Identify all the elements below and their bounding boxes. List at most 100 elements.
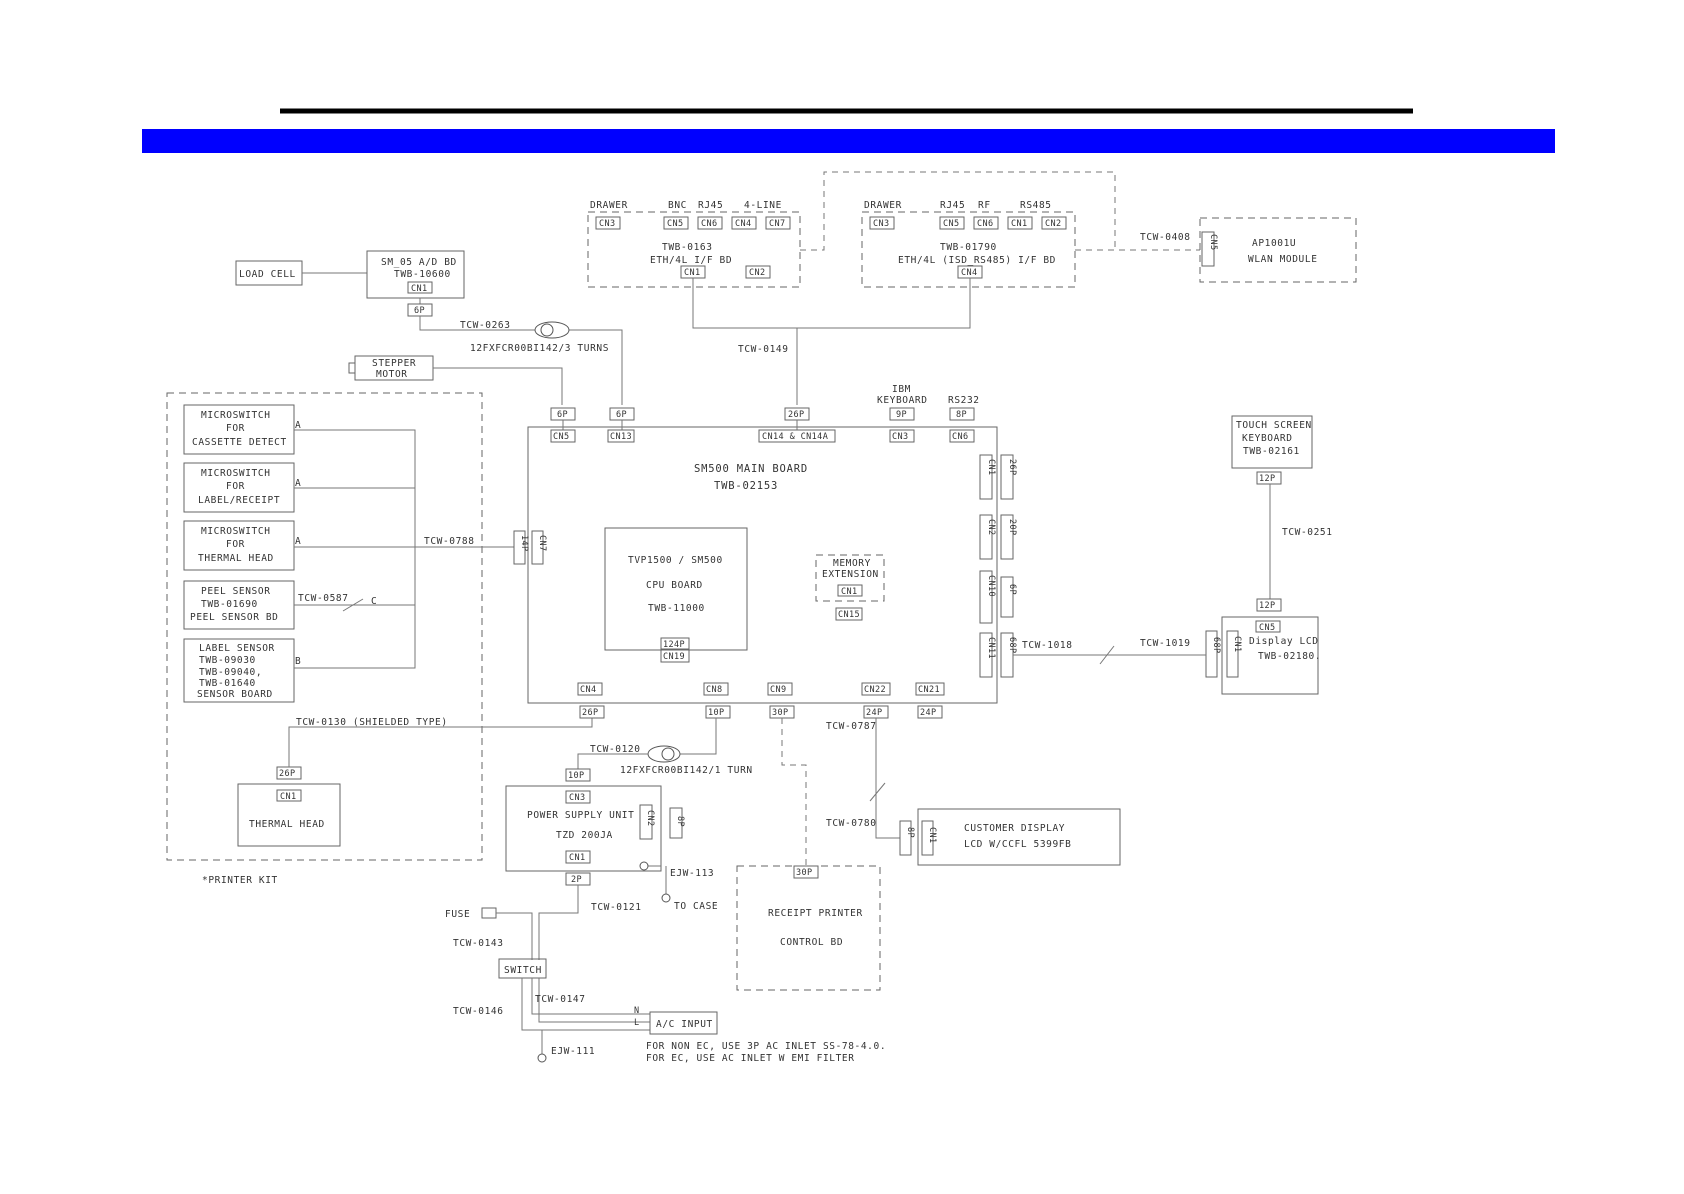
label-rj45: RJ45 bbox=[698, 200, 723, 211]
cn1: CN1 bbox=[1011, 219, 1028, 229]
plug-9p: 9P bbox=[896, 410, 907, 420]
svg-text:CN1: CN1 bbox=[986, 459, 996, 476]
label-keyboard: KEYBOARD bbox=[877, 395, 928, 406]
cn1: CN1 bbox=[684, 268, 701, 278]
plug-6p-a: 6P bbox=[557, 410, 568, 420]
cn4: CN4 bbox=[961, 268, 978, 278]
cpu-line1: TVP1500 / SM500 bbox=[628, 555, 723, 566]
svg-text:CN21: CN21 bbox=[918, 685, 940, 695]
load-cell: LOAD CELL bbox=[235, 260, 303, 286]
cable-tcw-0587: TCW-0587 bbox=[298, 593, 349, 604]
svg-text:THERMAL HEAD: THERMAL HEAD bbox=[198, 553, 274, 564]
cable-tcw-0263: TCW-0263 bbox=[460, 320, 511, 331]
cable-tcw-0149: TCW-0149 bbox=[738, 344, 789, 355]
svg-text:30P: 30P bbox=[772, 708, 789, 718]
svg-text:24P: 24P bbox=[866, 708, 883, 718]
wlan-line2: WLAN MODULE bbox=[1248, 254, 1318, 265]
cpu-line2: CPU BOARD bbox=[646, 580, 703, 591]
svg-text:RECEIPT PRINTER: RECEIPT PRINTER bbox=[768, 908, 863, 919]
display-lcd: CN5 CN1 Display LCD TWB-02180. bbox=[1221, 616, 1321, 695]
ac-note-1: FOR NON EC, USE 3P AC INLET SS-78-4.0. bbox=[646, 1041, 886, 1052]
ac-l: L bbox=[634, 1018, 640, 1028]
svg-text:FOR: FOR bbox=[226, 539, 245, 550]
svg-text:26P: 26P bbox=[582, 708, 599, 718]
cn3: CN3 bbox=[599, 219, 616, 229]
svg-text:14P: 14P bbox=[519, 535, 529, 552]
svg-text:TZD 200JA: TZD 200JA bbox=[556, 830, 613, 841]
svg-text:PEEL SENSOR BD: PEEL SENSOR BD bbox=[190, 612, 278, 623]
svg-text:KEYBOARD: KEYBOARD bbox=[1242, 433, 1293, 444]
touch-screen-keyboard: TOUCH SCREEN KEYBOARD TWB-02161 12P bbox=[1231, 415, 1313, 485]
svg-text:TWB-09030: TWB-09030 bbox=[199, 655, 256, 666]
label-4line: 4-LINE bbox=[744, 200, 782, 211]
power-supply-unit: CN3 POWER SUPPLY UNIT TZD 200JA CN2 8P C… bbox=[505, 785, 685, 872]
board-title: ETH/4L I/F BD bbox=[650, 255, 732, 266]
ac-input bbox=[649, 1011, 718, 1035]
svg-text:TWB-02180.: TWB-02180. bbox=[1258, 651, 1321, 662]
svg-text:CN1: CN1 bbox=[1232, 636, 1242, 653]
cable-ejw-111: EJW-111 bbox=[551, 1046, 595, 1057]
cn2: CN2 bbox=[749, 268, 766, 278]
fuse-icon bbox=[481, 907, 497, 919]
svg-text:TWB-01640: TWB-01640 bbox=[199, 678, 256, 689]
label-bnc: BNC bbox=[668, 200, 687, 211]
customer-plug-8p: 8P bbox=[905, 827, 915, 838]
cable-tcw-0408: TCW-0408 bbox=[1140, 232, 1191, 243]
svg-text:CN11: CN11 bbox=[986, 637, 996, 659]
svg-text:CN1: CN1 bbox=[569, 853, 586, 863]
thermal-head: THERMAL HEAD bbox=[249, 819, 325, 830]
svg-text:10P: 10P bbox=[708, 708, 725, 718]
svg-text:CUSTOMER DISPLAY: CUSTOMER DISPLAY bbox=[964, 823, 1065, 834]
main-board-title: SM500 MAIN BOARD bbox=[694, 463, 808, 475]
lcd-plug-68p: 68P bbox=[1211, 637, 1221, 654]
label-ibm: IBM bbox=[892, 384, 911, 395]
wlan-module: CN5 AP1001U WLAN MODULE bbox=[1199, 217, 1357, 283]
printer-kit: MICROSWITCH FOR CASSETTE DETECT A MICROS… bbox=[166, 392, 514, 861]
svg-text:MICROSWITCH: MICROSWITCH bbox=[201, 526, 271, 537]
svg-text:MEMORY: MEMORY bbox=[833, 558, 871, 569]
svg-text:CN3: CN3 bbox=[892, 432, 909, 442]
svg-text:CN5: CN5 bbox=[1259, 623, 1276, 633]
svg-text:TWB-09040,: TWB-09040, bbox=[199, 667, 262, 678]
svg-text:CN1: CN1 bbox=[411, 284, 428, 294]
svg-text:C: C bbox=[371, 596, 377, 607]
svg-text:Display LCD: Display LCD bbox=[1249, 636, 1319, 647]
svg-text:12P: 12P bbox=[1259, 474, 1276, 484]
cable-tcw-0146: TCW-0146 bbox=[453, 1006, 504, 1017]
svg-text:LABEL SENSOR: LABEL SENSOR bbox=[199, 643, 275, 654]
svg-text:STEPPER: STEPPER bbox=[372, 358, 416, 369]
svg-text:124P: 124P bbox=[663, 640, 685, 650]
plug-6p-b: 6P bbox=[616, 410, 627, 420]
cable-tcw-1018: TCW-1018 bbox=[1022, 640, 1073, 651]
eth-if-board-left: DRAWER BNC RJ45 4-LINE CN3 CN5 CN6 CN4 C… bbox=[587, 200, 801, 288]
svg-text:CN15: CN15 bbox=[838, 610, 860, 620]
svg-text:B: B bbox=[295, 656, 301, 667]
svg-text:CN6: CN6 bbox=[952, 432, 969, 442]
eth-if-board-right: DRAWER RJ45 RF RS485 CN3 CN5 CN6 CN1 CN2… bbox=[861, 200, 1076, 288]
board-name: TWB-0163 bbox=[662, 242, 713, 253]
ground-icon bbox=[537, 1053, 547, 1063]
svg-text:CN10: CN10 bbox=[986, 575, 996, 597]
cn6: CN6 bbox=[701, 219, 718, 229]
cable-tcw-0787: TCW-0787 bbox=[826, 721, 877, 732]
ferrite-turns-3: 12FXFCR00BI142/3 TURNS bbox=[470, 343, 609, 354]
svg-text:TWB-01690: TWB-01690 bbox=[201, 599, 258, 610]
svg-text:8P: 8P bbox=[675, 816, 685, 827]
wlan-line1: AP1001U bbox=[1252, 238, 1296, 249]
svg-text:MICROSWITCH: MICROSWITCH bbox=[201, 468, 271, 479]
svg-text:CN9: CN9 bbox=[770, 685, 787, 695]
svg-text:CN1: CN1 bbox=[280, 792, 297, 802]
label-rs485: RS485 bbox=[1020, 200, 1052, 211]
cable-tcw-0147: TCW-0147 bbox=[535, 994, 586, 1005]
svg-text:A/C INPUT: A/C INPUT bbox=[656, 1019, 713, 1030]
to-case-label: TO CASE bbox=[674, 901, 718, 912]
board-title: ETH/4L (ISD_RS485) I/F BD bbox=[898, 255, 1056, 266]
cable-tcw-0251: TCW-0251 bbox=[1282, 527, 1333, 538]
label-drawer: DRAWER bbox=[590, 200, 628, 211]
wlan-cn5: CN5 bbox=[1208, 234, 1218, 251]
ac-n: N bbox=[634, 1006, 640, 1016]
svg-text:6P: 6P bbox=[1007, 584, 1017, 595]
receipt-plug-30p: 30P bbox=[796, 868, 813, 878]
cn7: CN7 bbox=[769, 219, 786, 229]
